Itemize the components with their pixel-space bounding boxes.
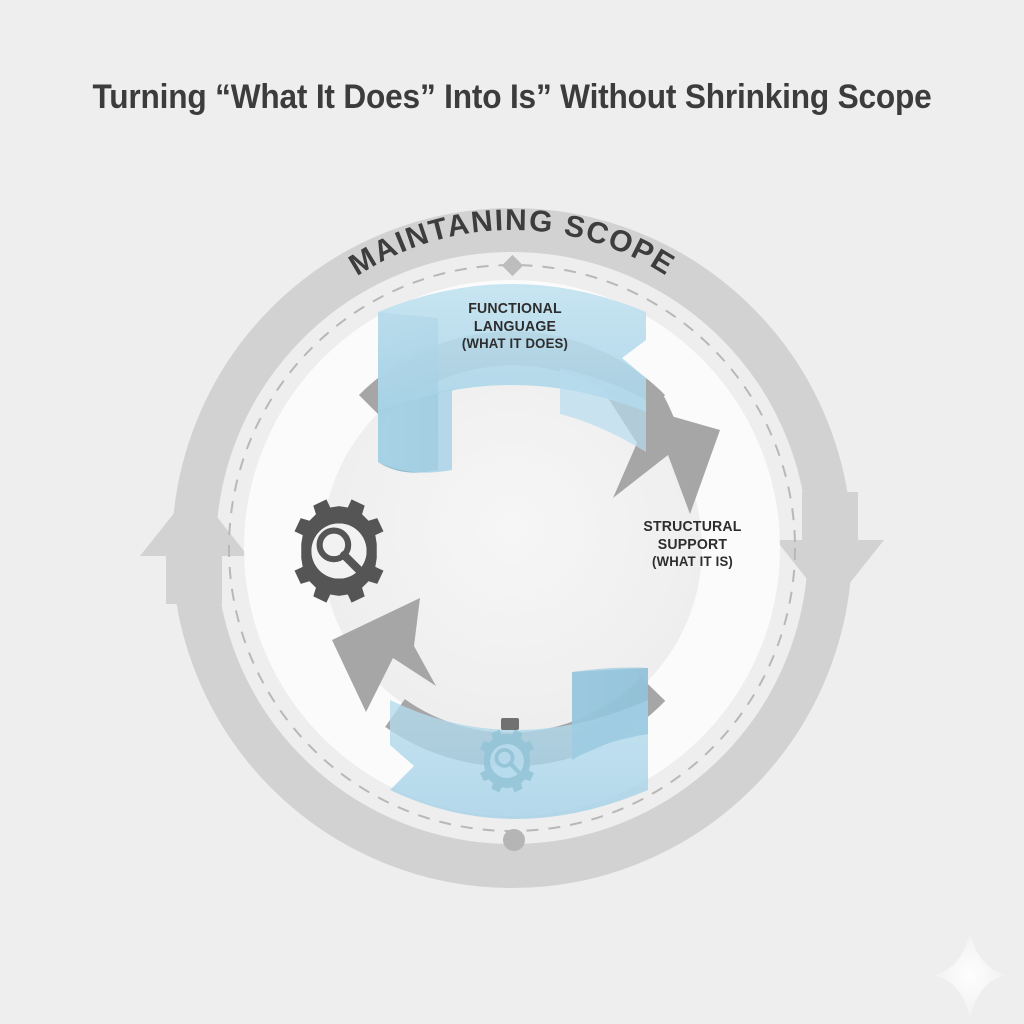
node-label-functional-language: FUNCTIONAL LANGUAGE (WHAT IT DOES) (426, 300, 605, 352)
ribbon-banner-functional (378, 284, 646, 473)
sparkle-icon (934, 932, 1006, 1018)
node-label-line2: LANGUAGE (473, 317, 557, 335)
dot-marker (503, 829, 525, 851)
node-label-line1: STRUCTURAL (643, 518, 742, 535)
outer-arrow-left-up (140, 488, 248, 604)
node-label-line3: (WHAT IT DOES) (461, 335, 569, 352)
node-label-structural-support: STRUCTURAL SUPPORT (WHAT IT IS) (606, 518, 780, 570)
node-label-line3: (WHAT IT IS) (652, 553, 733, 570)
outer-ring-band (140, 208, 884, 888)
gear-search-icon-watermark (479, 729, 535, 793)
diamond-marker (501, 254, 524, 277)
node-label-line2: SUPPORT (657, 535, 728, 553)
page-title: Turning “What It Does” Into Is” Without … (92, 78, 932, 116)
ribbon-banner-bottom (390, 667, 648, 819)
gear-search-icon[interactable] (294, 499, 384, 603)
node-label-line1: FUNCTIONAL (468, 300, 562, 317)
outer-arrow-right-down (776, 492, 884, 608)
